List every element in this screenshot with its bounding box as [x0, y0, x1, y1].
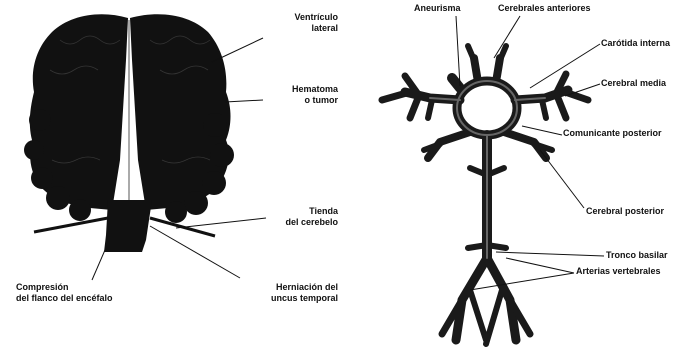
- label-ventriculo-lateral: Ventrículo lateral: [266, 12, 338, 34]
- label-herniacion: Herniación del uncus temporal: [230, 282, 338, 304]
- label-line: del cerebelo: [262, 217, 338, 228]
- label-aneurisma: Aneurisma: [414, 3, 461, 14]
- label-line: Compresión: [16, 282, 113, 293]
- label-tronco-basilar: Tronco basilar: [606, 250, 668, 261]
- label-line: Herniación del: [230, 282, 338, 293]
- label-arterias-vertebrales: Arterias vertebrales: [576, 266, 661, 277]
- label-cerebrales-anteriores: Cerebrales anteriores: [498, 3, 591, 14]
- label-line: uncus temporal: [230, 293, 338, 304]
- label-cerebral-posterior: Cerebral posterior: [586, 206, 664, 217]
- label-carotida-interna: Carótida interna: [601, 38, 670, 49]
- label-tienda-cerebelo: Tienda del cerebelo: [262, 206, 338, 228]
- label-line: del flanco del encéfalo: [16, 293, 113, 304]
- label-compresion: Compresión del flanco del encéfalo: [16, 282, 113, 304]
- artery-diagram: [382, 46, 588, 344]
- vessel-highlights: [430, 81, 545, 258]
- label-line: Hematoma: [266, 84, 338, 95]
- label-cerebral-media: Cerebral media: [601, 78, 666, 89]
- label-hematoma: Hematoma o tumor: [266, 84, 338, 106]
- label-line: lateral: [266, 23, 338, 34]
- label-comunicante-posterior: Comunicante posterior: [563, 128, 662, 139]
- label-line: o tumor: [266, 95, 338, 106]
- label-line: Ventrículo: [266, 12, 338, 23]
- label-line: Tienda: [262, 206, 338, 217]
